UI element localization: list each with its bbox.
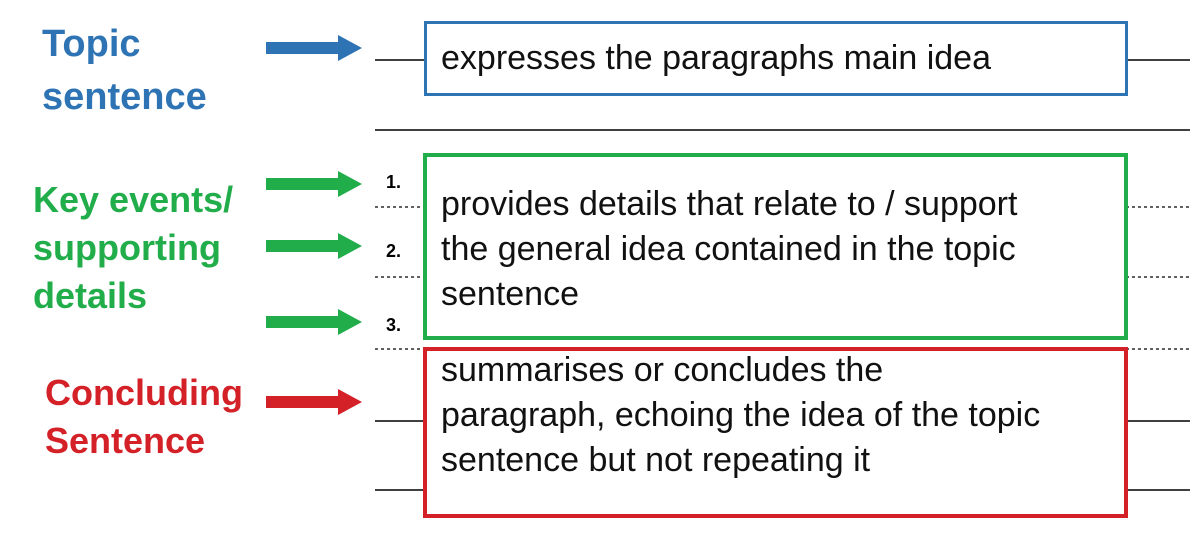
label-concluding-sentence: Concluding Sentence <box>45 369 243 465</box>
arrow-detail-3 <box>266 309 362 335</box>
label-topic-line-2: sentence <box>42 76 207 118</box>
details-box-text: provides details that relate to / suppor… <box>441 182 1017 317</box>
concluding-box-text: summarises or concludes the paragraph, e… <box>441 348 1040 483</box>
arrow-detail-1 <box>266 171 362 197</box>
details-box-line-1: provides details that relate to / suppor… <box>441 185 1018 223</box>
label-key-events: Key events/ supporting details <box>33 176 233 320</box>
concluding-box: summarises or concludes the paragraph, e… <box>423 347 1128 518</box>
number-3: 3. <box>386 315 402 335</box>
label-topic-line-1: Topic <box>42 23 141 65</box>
number-2: 2. <box>386 241 402 261</box>
label-details-line-2: supporting <box>33 227 221 268</box>
details-box: provides details that relate to / suppor… <box>423 153 1128 340</box>
label-details-line-3: details <box>33 275 148 316</box>
label-concluding-line-2: Sentence <box>45 420 206 461</box>
topic-box-text: expresses the paragraphs main idea <box>441 39 991 77</box>
concluding-box-line-2: paragraph, echoing the idea of the topic <box>441 396 1041 434</box>
arrow-detail-2 <box>266 233 362 259</box>
arrow-topic <box>266 35 362 61</box>
label-topic-sentence: Topic sentence <box>42 18 207 124</box>
details-box-line-2: the general idea contained in the topic <box>441 230 1016 268</box>
arrow-concluding <box>266 389 362 415</box>
topic-box: expresses the paragraphs main idea <box>424 21 1128 96</box>
details-box-line-3: sentence <box>441 275 579 313</box>
label-concluding-line-1: Concluding <box>45 372 243 413</box>
concluding-box-line-1: summarises or concludes the <box>441 351 884 389</box>
number-1: 1. <box>386 172 402 192</box>
concluding-box-line-3: sentence but not repeating it <box>441 441 871 479</box>
label-details-line-1: Key events/ <box>33 179 234 220</box>
